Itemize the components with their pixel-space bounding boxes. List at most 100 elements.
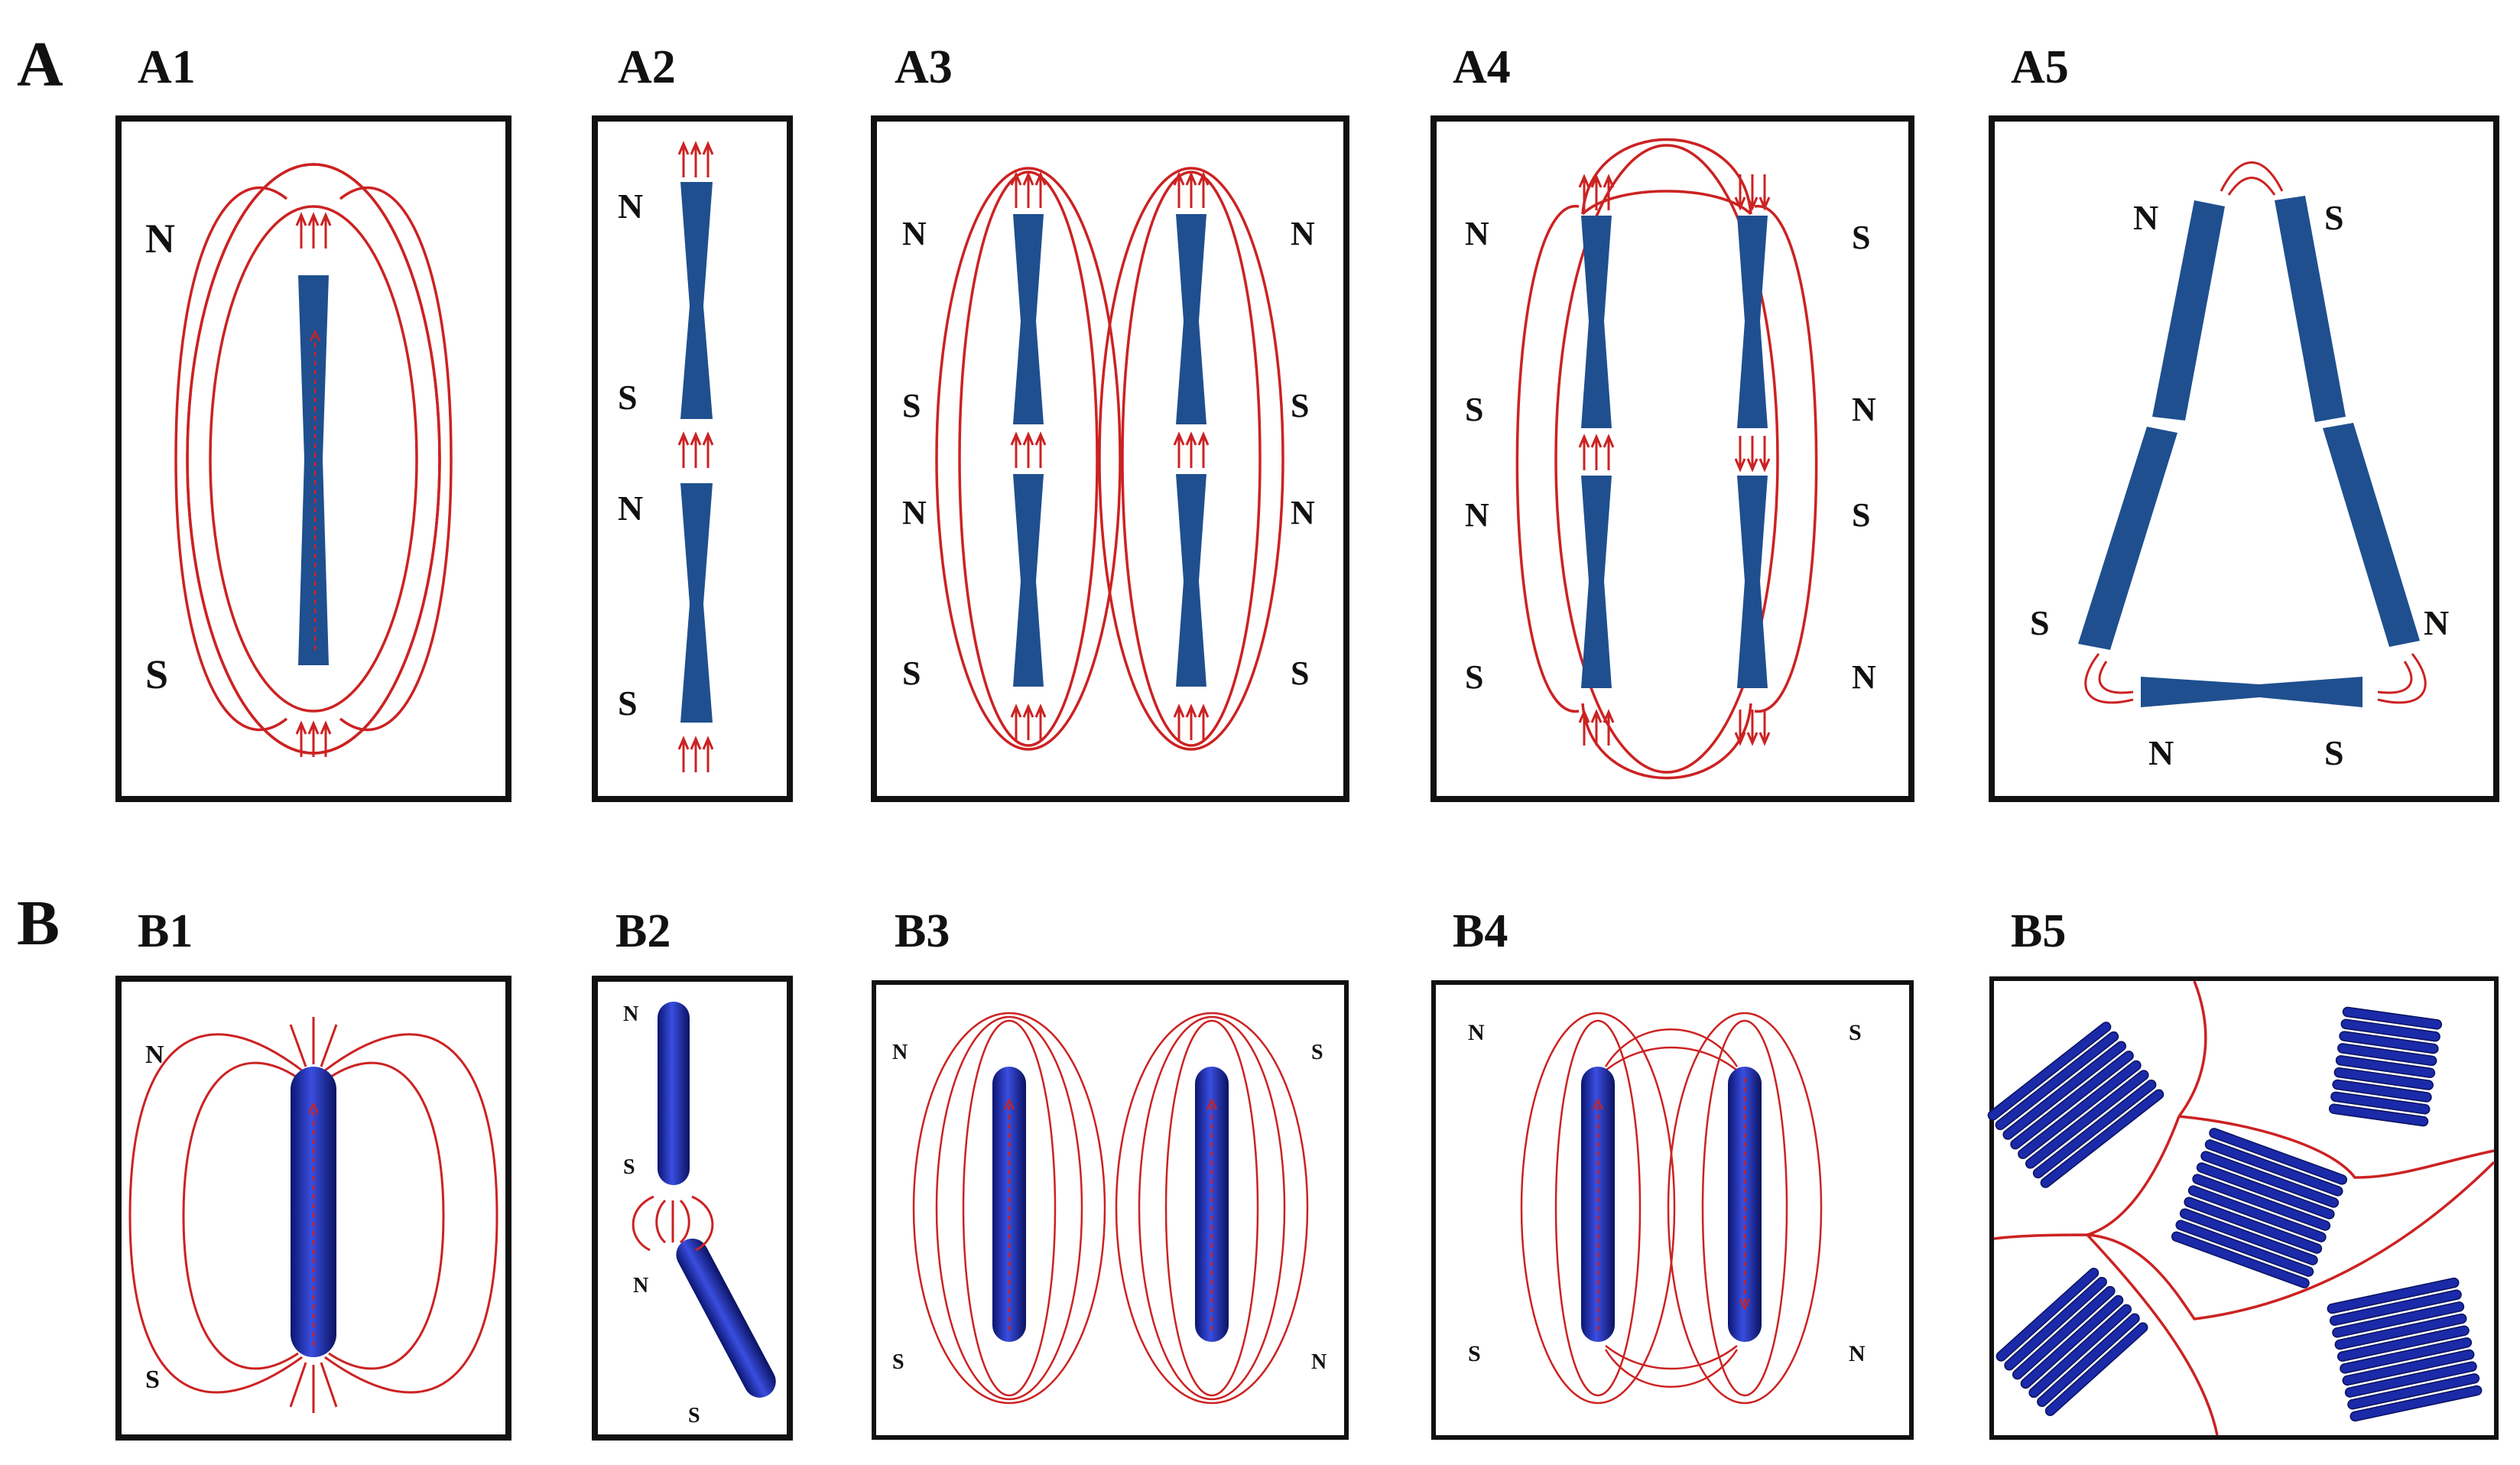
rod-cluster [1987, 1022, 2164, 1188]
pole-label: N [1465, 215, 1489, 252]
pole-label: S [623, 1155, 635, 1179]
pole-label: S [1852, 219, 1870, 256]
pole-label: S [1311, 1041, 1323, 1064]
rod [2044, 1322, 2148, 1416]
rod [2179, 1208, 2318, 1265]
rod [2025, 1070, 2149, 1169]
rod [1995, 1031, 2119, 1131]
pole-label: S [1291, 655, 1309, 692]
rod [1176, 474, 1206, 687]
field-lines [912, 1012, 1309, 1405]
rod [992, 1067, 1026, 1342]
rod [2350, 1385, 2483, 1422]
rod [2002, 1041, 2127, 1140]
rod [2040, 1089, 2164, 1188]
rod [2141, 677, 2362, 707]
rod [2010, 1051, 2134, 1150]
rod [2327, 1277, 2460, 1314]
panel-a2: A2 N S N S [592, 41, 793, 802]
pole-label: S [2030, 603, 2050, 642]
pole-label: N [618, 489, 643, 528]
pole-label: S [618, 684, 638, 723]
pole-label: S [2324, 733, 2344, 772]
rod [2342, 1349, 2475, 1386]
panel-label-b1: B1 [138, 905, 193, 957]
rod [2275, 196, 2346, 422]
rod [2332, 1079, 2432, 1103]
pole-label: S [1849, 1020, 1862, 1045]
rod [2328, 1103, 2429, 1127]
rod [2209, 1128, 2348, 1185]
rod [2332, 1301, 2465, 1338]
pole-label: N [1311, 1350, 1327, 1374]
rod [2187, 1185, 2327, 1242]
rod [2192, 1174, 2331, 1231]
panel-a4: A4 N S N S S N S N [1430, 41, 1914, 802]
pole-label: S [145, 1366, 160, 1394]
rod [2012, 1285, 2116, 1380]
pole-label: N [1291, 494, 1315, 531]
rod [1581, 476, 1612, 688]
panel-frame [871, 115, 1349, 802]
panel-a1: A1 N S [115, 41, 511, 802]
rod [1737, 476, 1768, 688]
panel-frame [872, 980, 1349, 1440]
pole-label: S [145, 651, 168, 697]
panel-label-b2: B2 [615, 905, 671, 957]
rod [1987, 1022, 2112, 1121]
rod [2340, 1018, 2440, 1042]
panel-a5: A5 N S S N N S [1989, 41, 2499, 802]
panel-b3: B3 N S S N [872, 905, 1349, 1440]
pole-label: N [2148, 733, 2174, 772]
pole-label: N [1465, 496, 1489, 534]
panel-frame [1431, 980, 1914, 1440]
rod [2196, 1162, 2335, 1220]
rod [1581, 216, 1612, 428]
panel-frame [1989, 115, 2499, 802]
pole-label: S [892, 1350, 904, 1374]
rod [2028, 1304, 2132, 1398]
pole-label: N [2133, 198, 2158, 237]
rod [2004, 1276, 2107, 1371]
rod [1013, 474, 1044, 687]
rod [2335, 1055, 2436, 1078]
panel-frame [592, 115, 793, 802]
pole-label: N [145, 216, 175, 261]
panel-label-a5: A5 [2011, 41, 2069, 93]
rod-cluster [2171, 1128, 2348, 1288]
panel-b2: B2 N S N S [592, 905, 793, 1441]
pole-label: S [902, 387, 921, 424]
panel-label-a2: A2 [618, 41, 676, 93]
pole-label: N [902, 215, 927, 252]
panel-b4: B4 N S S N [1431, 905, 1914, 1440]
pole-label: N [633, 1274, 648, 1298]
rod [2337, 1325, 2470, 1362]
pole-label: N [623, 1002, 638, 1026]
field-lines [2084, 161, 2427, 704]
panel-label-a3: A3 [895, 41, 953, 93]
rod [2032, 1079, 2157, 1179]
rod [1737, 216, 1768, 428]
rod [1013, 214, 1044, 424]
pole-label: N [1849, 1341, 1866, 1366]
pole-label: S [1291, 387, 1309, 424]
rod [1728, 1067, 1762, 1342]
rod [676, 1238, 776, 1398]
rod [2340, 1337, 2473, 1374]
panel-frame [115, 976, 511, 1441]
rod [2334, 1313, 2467, 1350]
panel-label-b5: B5 [2011, 905, 2066, 957]
pole-label: N [1468, 1020, 1485, 1045]
panel-label-a1: A1 [138, 41, 196, 93]
rod [2337, 1043, 2437, 1067]
field-lines [935, 167, 1284, 751]
rod [2333, 1067, 2434, 1090]
rod [2018, 1060, 2142, 1159]
rod [680, 182, 713, 419]
rod [2344, 1361, 2477, 1398]
rod [298, 275, 329, 665]
rod [1195, 1067, 1229, 1342]
pole-label: S [1468, 1341, 1481, 1366]
rod [680, 483, 713, 723]
